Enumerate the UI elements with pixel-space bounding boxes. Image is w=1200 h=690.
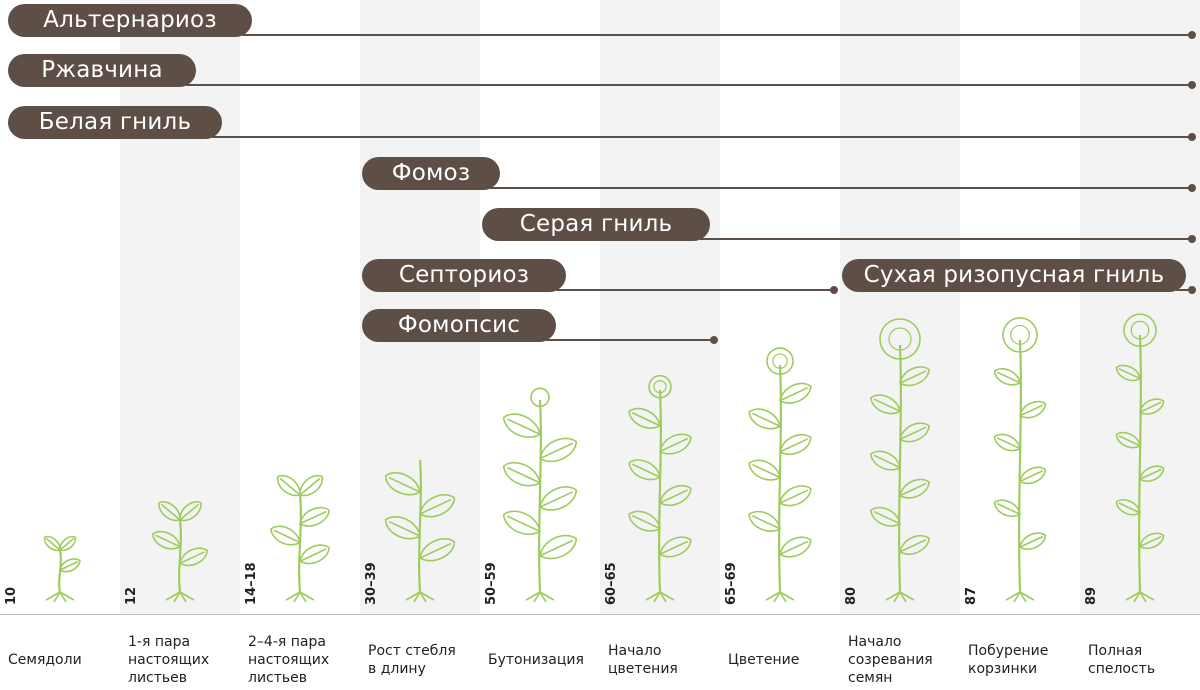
- disease-name-pill: Фомоз: [362, 157, 500, 190]
- disease-name-pill: Серая гниль: [482, 208, 710, 241]
- sunflower-plant-icon: [270, 474, 330, 603]
- disease-period-end-dot: [830, 286, 838, 294]
- stage-column: [120, 0, 240, 614]
- disease-period-line: [700, 238, 1192, 240]
- stage-label: Цветение: [728, 651, 838, 669]
- sunflower-plant-icon: [384, 459, 456, 603]
- stage-label-line: листьев: [248, 670, 308, 686]
- disease-name-pill: Белая гниль: [8, 106, 222, 139]
- stage-label-line: Начало: [608, 643, 662, 659]
- stage-label: 2–4-я пара настоящих листьев: [248, 633, 358, 687]
- stage-label-line: Рост стебля: [368, 643, 456, 659]
- disease-period-line: [546, 339, 714, 341]
- sunflower-plant-icon: [502, 387, 578, 603]
- sunflower-plant-icon: [43, 535, 81, 603]
- stage-label-line: Начало: [848, 634, 902, 650]
- stage-label: Начало цветения: [608, 642, 718, 678]
- stage-label-line: настоящих: [128, 652, 210, 668]
- stage-label: Начало созревания семян: [848, 633, 958, 687]
- stage-label: 1-я пара настоящих листьев: [128, 633, 238, 687]
- disease-period-end-dot: [1188, 133, 1196, 141]
- disease-name-pill: Ржавчина: [8, 54, 196, 87]
- stage-label-line: настоящих: [248, 652, 330, 668]
- sunflower-plant-icon: [1115, 313, 1165, 603]
- stage-label: Семядоли: [8, 651, 118, 669]
- stage-label: Рост стебля в длину: [368, 642, 478, 678]
- disease-name-pill: Сухая ризопусная гниль: [842, 259, 1186, 292]
- sunflower-plant-icon: [151, 501, 209, 603]
- stage-label-line: цветения: [608, 661, 678, 677]
- stage-separator-line: [0, 614, 1200, 615]
- stage-label-line: Побурение: [968, 643, 1049, 659]
- disease-period-end-dot: [1188, 81, 1196, 89]
- stage-label-line: созревания: [848, 652, 933, 668]
- stage-label: Бутонизация: [488, 651, 598, 669]
- disease-name-pill: Фомопсис: [362, 309, 556, 342]
- stage-label-line: 2–4-я пара: [248, 634, 326, 650]
- stage-label-line: корзинки: [968, 661, 1038, 677]
- disease-name-pill: Септориоз: [362, 259, 566, 292]
- stage-label-line: в длину: [368, 661, 426, 677]
- disease-period-end-dot: [1188, 31, 1196, 39]
- stage-label-line: Бутонизация: [488, 652, 584, 668]
- disease-period-line: [212, 136, 1192, 138]
- disease-period-end-dot: [1188, 184, 1196, 192]
- stage-label: Побурение корзинки: [968, 642, 1078, 678]
- sunflower-plant-icon: [993, 317, 1047, 603]
- disease-period-end-dot: [710, 336, 718, 344]
- disease-period-line: [186, 84, 1192, 86]
- stage-label-line: Полная: [1088, 643, 1143, 659]
- stage-label-line: спелость: [1088, 661, 1156, 677]
- disease-name-pill: Альтернариоз: [8, 4, 252, 37]
- stage-label-line: Семядоли: [8, 652, 82, 668]
- disease-period-line: [242, 34, 1192, 36]
- sunflower-plant-icon: [748, 347, 812, 603]
- disease-period-end-dot: [1188, 286, 1196, 294]
- sunflower-plant-icon: [870, 318, 930, 603]
- stage-label-line: 1-я пара: [128, 634, 191, 650]
- stage-label-line: Цветение: [728, 652, 800, 668]
- disease-period-line: [490, 187, 1192, 189]
- stage-label: Полная спелость: [1088, 642, 1198, 678]
- stage-label-line: листьев: [128, 670, 188, 686]
- disease-period-line: [556, 289, 834, 291]
- disease-period-end-dot: [1188, 235, 1196, 243]
- disease-period-line: [1176, 289, 1192, 291]
- stage-label-line: семян: [848, 670, 893, 686]
- sunflower-plant-icon: [628, 374, 692, 603]
